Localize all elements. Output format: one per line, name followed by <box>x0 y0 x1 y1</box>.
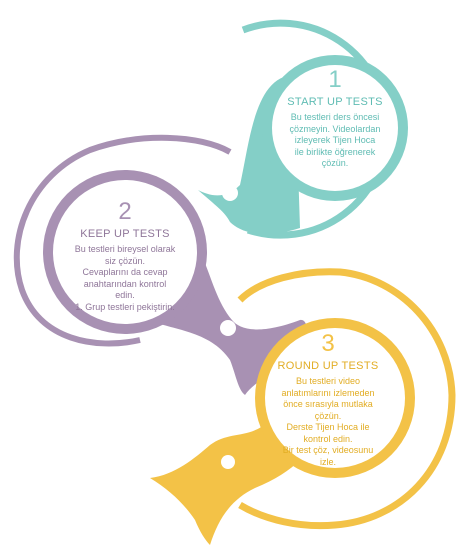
step-number: 2 <box>118 198 132 225</box>
junction-dot-3 <box>221 455 235 469</box>
step-title: ROUND UP TESTS <box>277 360 379 372</box>
step-start-up: 1 START UP TESTS Bu testleri ders öncesi… <box>276 68 394 170</box>
step-number: 3 <box>321 330 335 357</box>
step-description: Bu testleri video anlatımlarını izlemede… <box>281 376 375 467</box>
step-round-up: 3 ROUND UP TESTS Bu testleri video anlat… <box>268 332 388 468</box>
step-description: Bu testleri bireysel olarak siz çözün. C… <box>74 244 176 312</box>
step-keep-up: 2 KEEP UP TESTS Bu testleri bireysel ola… <box>55 200 195 313</box>
step-title: KEEP UP TESTS <box>80 228 170 240</box>
yellow-outer-arc <box>237 268 456 530</box>
teal-inner-disc <box>272 65 398 191</box>
step-number: 1 <box>328 66 342 93</box>
yellow-inner-disc <box>265 328 405 468</box>
purple-inner-disc <box>53 180 197 324</box>
purple-outer-arc <box>13 134 232 347</box>
junction-dot-1 <box>222 185 238 201</box>
junction-dot-2 <box>220 320 236 336</box>
yellow-connector-shape <box>150 420 300 545</box>
step-description: Bu testleri ders öncesi çözmeyin. Videol… <box>289 112 381 168</box>
step-title: START UP TESTS <box>287 96 383 108</box>
